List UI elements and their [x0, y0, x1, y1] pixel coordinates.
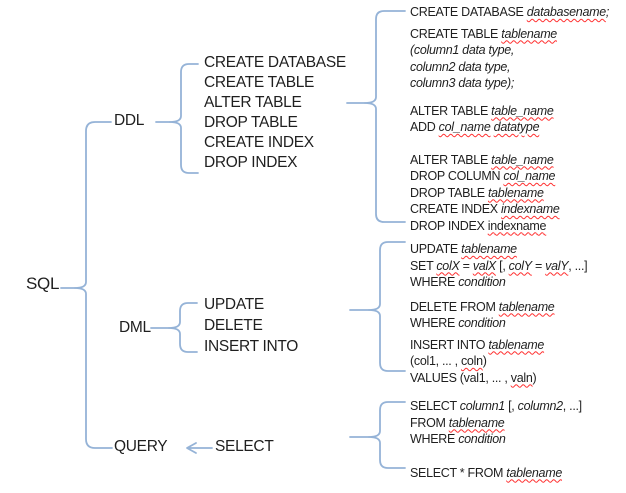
syntax-block: INSERT INTO tablename (col1, ... , coln) V…: [410, 337, 587, 387]
command-item: DROP INDEX: [204, 154, 298, 171]
syntax-line: ALTER TABLE table_name: [410, 103, 554, 118]
command-item: DELETE: [204, 317, 263, 334]
sql-root-label: SQL: [26, 274, 60, 293]
ddl-category-label: DDL: [114, 112, 145, 129]
command-item: ALTER TABLE: [204, 94, 302, 111]
command-item: CREATE DATABASE: [204, 54, 346, 71]
syntax-line: SET colX = valX [, colY = valY, ...]: [410, 258, 588, 273]
ddl-syntax-brace: [364, 10, 406, 223]
command-item: UPDATE: [204, 296, 264, 313]
syntax-line: WHERE condition: [410, 275, 506, 289]
syntax-line: INSERT INTO tablename: [410, 337, 545, 352]
syntax-line: DROP INDEX indexname: [410, 218, 547, 233]
ddl-syntax-examples: CREATE DATABASE databasename; CREATE TABL…: [410, 4, 609, 234]
syntax-block: SELECT * FROM tablename: [410, 465, 582, 482]
syntax-line: DROP COLUMN col_name: [410, 169, 556, 183]
syntax-line: DROP TABLE tablename: [410, 185, 544, 200]
syntax-line: ADD col_name datatype: [410, 120, 540, 134]
syntax-line: FROM tablename: [410, 415, 505, 430]
syntax-line: DELETE FROM tablename: [410, 299, 555, 314]
query-category-label: QUERY: [114, 438, 168, 455]
query-syntax-brace: [368, 401, 406, 469]
syntax-line: column3 data type);: [410, 76, 515, 90]
syntax-line: WHERE condition: [410, 316, 506, 330]
query-syntax-examples: SELECT column1 [, column2, ...] FROM tabl…: [410, 398, 582, 481]
syntax-block: CREATE TABLE tablename (column1 data type…: [410, 26, 609, 92]
dml-category-label: DML: [119, 319, 151, 336]
syntax-line: ALTER TABLE table_name: [410, 152, 554, 167]
syntax-line: column2 data type,: [410, 59, 511, 74]
syntax-line: SELECT * FROM tablename: [410, 465, 562, 480]
syntax-line: SELECT column1 [, column2, ...]: [410, 399, 582, 413]
syntax-line: CREATE DATABASE databasename;: [410, 5, 610, 19]
syntax-line: (column1 data type,: [410, 43, 515, 57]
syntax-line: CREATE INDEX indexname: [410, 202, 560, 216]
command-item: CREATE INDEX: [204, 134, 314, 151]
command-item: INSERT INTO: [204, 338, 299, 355]
syntax-block: CREATE DATABASE databasename;: [410, 4, 609, 21]
ddl-command-list: CREATE DATABASE CREATE TABLE ALTER TABLE DR…: [204, 53, 346, 173]
sql-brace: [74, 121, 113, 449]
select-command-label: SELECT: [215, 438, 274, 455]
dml-brace: [168, 302, 198, 353]
dml-command-list: UPDATE DELETE INSERT INTO: [204, 294, 298, 357]
syntax-line: VALUES (val1, ... , valn): [410, 370, 537, 385]
arrow-left-icon: [186, 442, 213, 454]
command-item: CREATE TABLE: [204, 74, 315, 91]
command-item: DROP TABLE: [204, 114, 298, 131]
dml-syntax-brace: [368, 241, 406, 372]
syntax-line: UPDATE tablename: [410, 242, 517, 256]
syntax-line: (col1, ... , coln): [410, 354, 487, 368]
syntax-block: SELECT column1 [, column2, ...] FROM tabl…: [410, 398, 582, 448]
ddl-brace: [169, 63, 199, 174]
connector-dashes: [60, 102, 370, 438]
syntax-line: WHERE condition: [410, 432, 506, 446]
syntax-line: CREATE TABLE tablename: [410, 26, 557, 41]
